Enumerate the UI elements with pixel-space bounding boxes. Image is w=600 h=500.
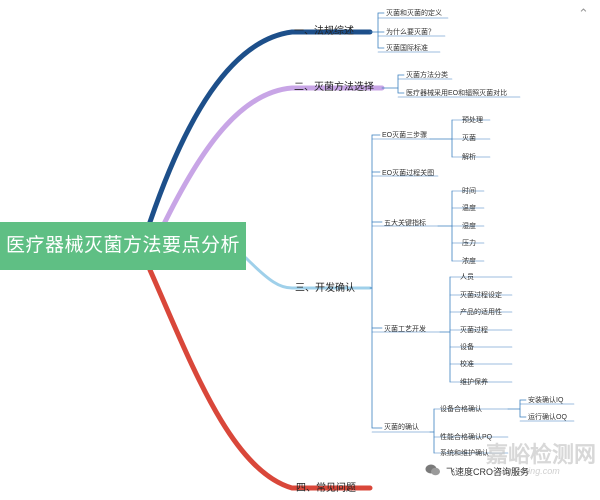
leaf-sterilization-process: 灭菌过程 <box>460 327 488 334</box>
leaf-1-3: 灭菌国际标准 <box>386 45 428 52</box>
watermark-site: AnyTesting.com <box>496 466 560 476</box>
leaf-equipment-qualification: 设备合格确认 <box>440 406 482 413</box>
leaf-product-suitability: 产品的适用性 <box>460 309 502 316</box>
root-node-title[interactable]: 医疗器械灭菌方法要点分析 <box>0 222 246 270</box>
leaf-process-setting: 灭菌过程设定 <box>460 292 502 299</box>
chevron-icon[interactable]: ⌃ <box>578 6 589 21</box>
connector-leaf-2-2 <box>397 87 405 94</box>
branch-1-label[interactable]: 一、法规综述 <box>294 26 354 37</box>
connector-branch-2 <box>159 85 385 231</box>
connector-group-validation <box>371 287 383 429</box>
account-name: 飞速度CRO咨询服务 <box>446 467 529 477</box>
branch-4-label[interactable]: 四、常见问题 <box>296 483 356 494</box>
connector-branch-1 <box>147 29 373 225</box>
group-eo-process-chart: EO灭菌过程关图 <box>382 170 435 177</box>
leaf-pressure: 压力 <box>462 240 476 247</box>
group-key-indicators: 五大关键指标 <box>384 220 426 227</box>
connector-branch-3 <box>244 256 372 290</box>
connector-iq <box>507 399 527 410</box>
leaf-maintenance: 维护保养 <box>460 379 488 386</box>
leaf-calibration: 校准 <box>460 361 474 368</box>
leaf-2-2: 医疗器械采用EO和辐照灭菌对比 <box>406 90 508 97</box>
group-process-development: 灭菌工艺开发 <box>384 326 426 333</box>
connector-leaf-1-1 <box>369 12 385 33</box>
leaf-time: 时间 <box>462 188 476 195</box>
leaf-equipment: 设备 <box>460 344 474 351</box>
leaf-iq: 安装确认IQ <box>528 397 564 404</box>
leaf-personnel: 人员 <box>460 274 474 281</box>
leaf-sterilization: 灭菌 <box>462 135 476 142</box>
leaf-2-1: 灭菌方法分类 <box>406 72 448 79</box>
leaf-concentration: 浓度 <box>462 258 476 265</box>
connector-branch-4 <box>147 267 373 491</box>
leaf-system-maintenance: 系统和维护确认 <box>440 450 489 457</box>
leaf-performance-qualification: 性能合格确认PQ <box>440 434 493 441</box>
wechat-icon <box>425 464 440 476</box>
branch-2-label[interactable]: 二、灭菌方法选择 <box>294 82 374 93</box>
leaf-oq: 运行确认OQ <box>528 414 567 421</box>
watermark-logo: 嘉峪检测网 <box>486 442 597 467</box>
connector-group-eo-steps <box>369 134 381 289</box>
connector-leaf-1-3 <box>377 31 385 49</box>
leaf-aeration: 解析 <box>462 154 476 161</box>
leaf-humidity: 湿度 <box>462 223 476 230</box>
leaf-1-1: 灭菌和灭菌的定义 <box>386 10 442 17</box>
leaf-preconditioning: 预处理 <box>462 117 483 124</box>
connector-leaf-2-1 <box>381 74 405 89</box>
leaf-1-2: 为什么要灭菌？ <box>386 29 435 36</box>
leaf-temperature: 温度 <box>462 205 476 212</box>
connector-oq <box>519 408 527 418</box>
branch-3-label[interactable]: 三、开发确认 <box>295 283 355 294</box>
group-eo-steps: EO灭菌三步骤 <box>382 132 428 139</box>
group-validation: 灭菌的确认 <box>384 424 419 431</box>
